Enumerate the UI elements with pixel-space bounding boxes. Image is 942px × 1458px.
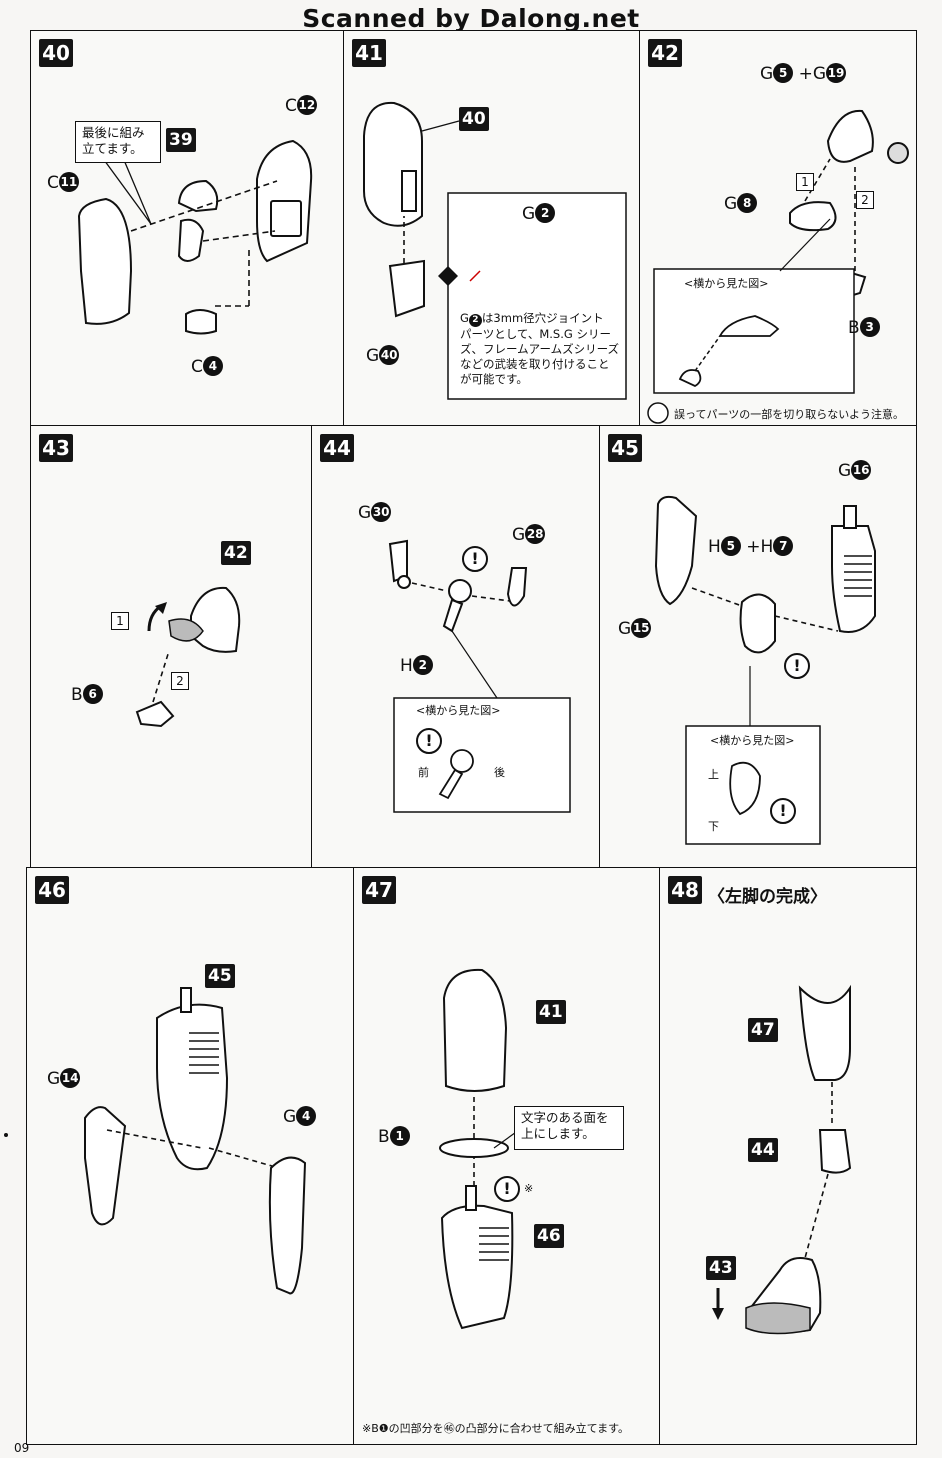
order-marker-2: 2 xyxy=(856,191,874,209)
asterisk-mark: ※ xyxy=(524,1182,534,1195)
step-number: 43 xyxy=(39,434,73,462)
step-48-illustration xyxy=(712,984,852,1335)
step-48-panel: 48 〈左脚の完成〉 47 44 43 xyxy=(659,867,917,1445)
step-number: 41 xyxy=(352,39,386,67)
ref-step-40: 40 xyxy=(459,107,489,131)
side-view-title: <横から見た図> xyxy=(684,277,769,290)
up-label: 上 xyxy=(708,768,719,781)
ref-step-45: 45 xyxy=(205,964,235,988)
page-number: 09 xyxy=(14,1441,30,1455)
step-number: 46 xyxy=(35,876,69,904)
step-number: 48 xyxy=(668,876,702,904)
step-41-illustration xyxy=(363,101,627,400)
step-47-illustration xyxy=(439,968,520,1330)
scanner-watermark: Scanned by Dalong.net xyxy=(302,4,640,33)
step-title: 〈左脚の完成〉 xyxy=(708,887,827,907)
orientation-note: 文字のある面を 上にします。 xyxy=(514,1106,624,1150)
step-number: 45 xyxy=(608,434,642,462)
side-view-title: <横から見た図> xyxy=(416,704,501,717)
step-number: 44 xyxy=(320,434,354,462)
warning-icon: ! xyxy=(494,1176,520,1202)
warning-icon: ! xyxy=(784,653,810,679)
step-42-illustration xyxy=(647,109,909,424)
step-40-illustration xyxy=(77,139,313,335)
step-44-illustration xyxy=(388,539,571,813)
step-43-illustration xyxy=(135,586,241,728)
ref-step-44: 44 xyxy=(748,1138,778,1162)
front-label: 前 xyxy=(418,766,429,779)
back-label: 後 xyxy=(494,766,505,779)
assembly-note: 最後に組み 立てます。 xyxy=(75,121,161,163)
warning-icon: ! xyxy=(770,798,796,824)
footnote: ※B❶の凹部分を㊻の凸部分に合わせて組み立てます。 xyxy=(362,1422,629,1435)
ref-step-39: 39 xyxy=(166,128,196,152)
order-marker-1: 1 xyxy=(111,612,129,630)
ref-step-46: 46 xyxy=(534,1224,564,1248)
step-46-illustration xyxy=(84,987,307,1295)
step-45-illustration xyxy=(654,495,876,845)
warning-icon: ! xyxy=(416,728,442,754)
warning-icon: ! xyxy=(462,546,488,572)
step-number: 42 xyxy=(648,39,682,67)
ref-step-41: 41 xyxy=(536,1000,566,1024)
order-marker-2: 2 xyxy=(171,672,189,690)
caution-note: 誤ってパーツの一部を切り取らないよう注意。 xyxy=(674,408,905,421)
ref-step-43: 43 xyxy=(706,1256,736,1280)
down-label: 下 xyxy=(708,820,719,833)
step-number: 40 xyxy=(39,39,73,67)
ref-step-42: 42 xyxy=(221,541,251,565)
margin-dot xyxy=(4,1133,8,1137)
order-marker-1: 1 xyxy=(796,173,814,191)
side-view-title: <横から見た図> xyxy=(710,734,795,747)
ref-step-47: 47 xyxy=(748,1018,778,1042)
step-number: 47 xyxy=(362,876,396,904)
